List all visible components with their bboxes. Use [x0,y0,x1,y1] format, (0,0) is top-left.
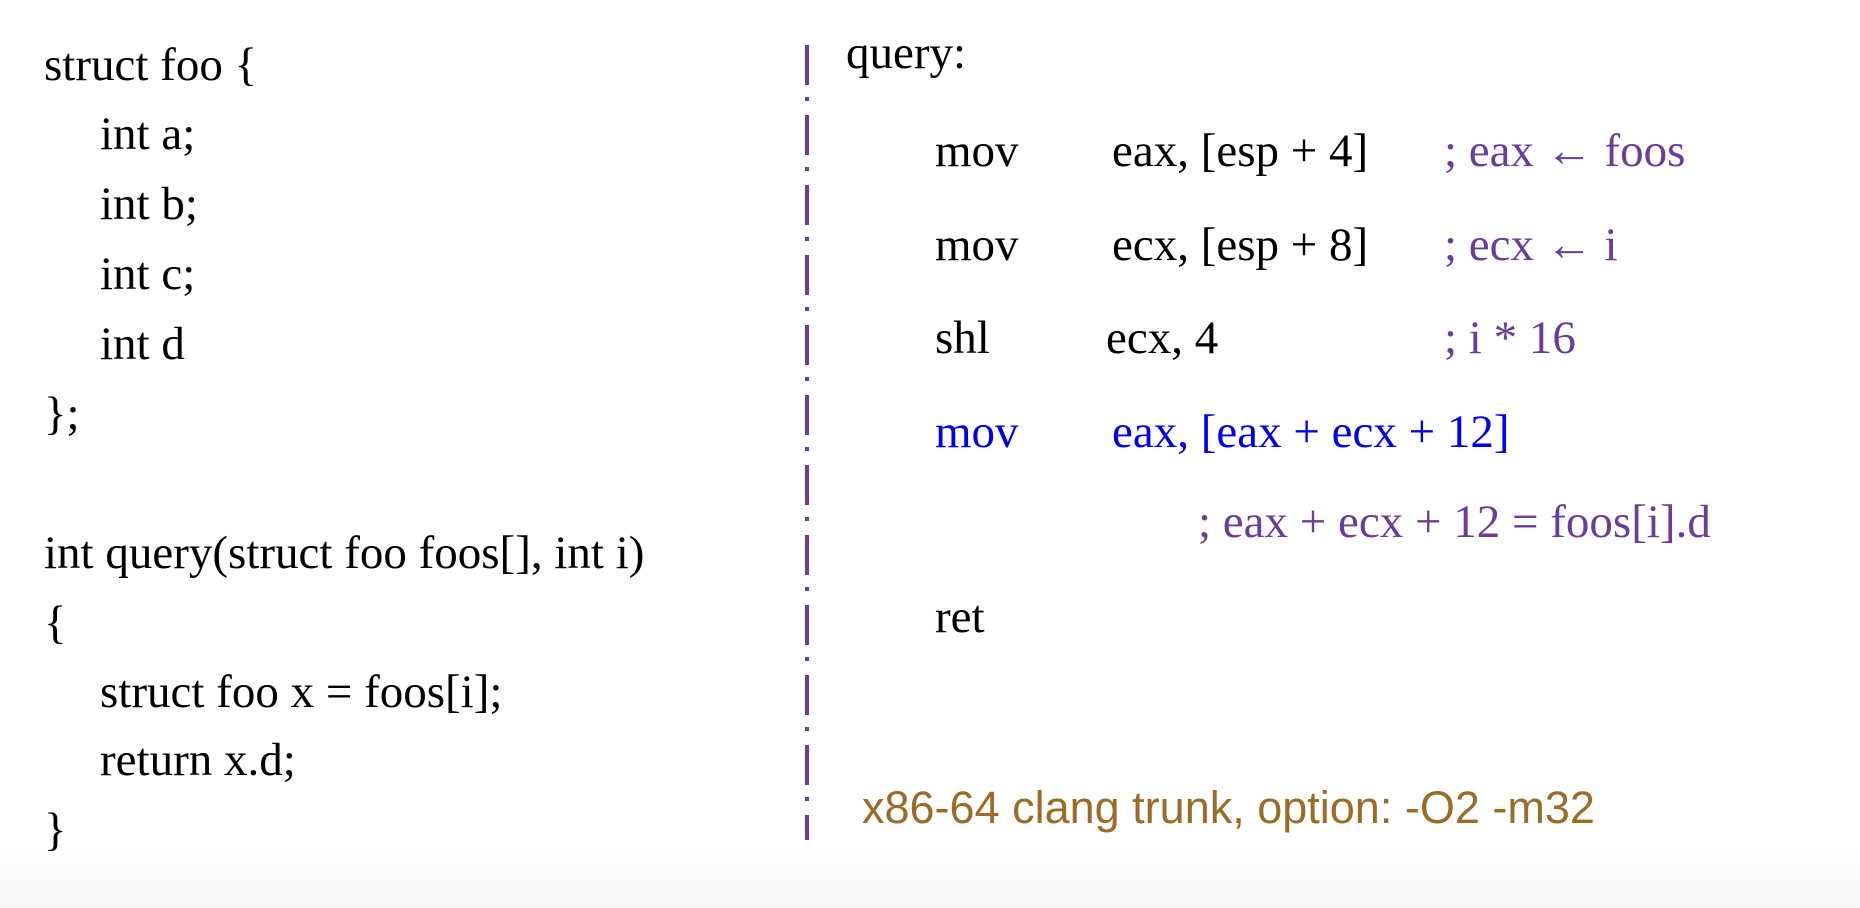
asm-comment: ; eax ← foos [1444,125,1686,177]
asm-op: mov [935,219,1019,271]
code-line: int c; [100,248,196,300]
asm-op: ret [935,591,985,643]
asm-comment: ; eax + ecx + 12 = foos[i].d [1198,496,1711,548]
asm-label: query: [846,27,967,79]
code-line: int b; [100,178,198,230]
asm-op: shl [935,312,990,364]
code-line: }; [44,388,80,440]
background-fade [0,848,1860,908]
asm-op: mov [935,125,1019,177]
asm-op-highlighted: mov [935,406,1019,458]
code-line: struct foo x = foos[i]; [100,666,503,718]
asm-args: ecx, 4 [1106,312,1219,364]
asm-comment: ; i * 16 [1444,312,1576,364]
dash-dot-divider [805,45,809,840]
asm-args: eax, [esp + 4] [1112,125,1369,177]
code-line: int d [100,318,185,370]
code-line: { [44,597,67,649]
asm-args-highlighted: eax, [eax + ecx + 12] [1112,406,1510,458]
asm-comment: ; ecx ← i [1444,219,1618,271]
code-line: } [44,804,67,856]
code-line: int query(struct foo foos[], int i) [44,527,645,579]
asm-args: ecx, [esp + 8] [1112,219,1369,271]
code-line: int a; [100,108,196,160]
code-line: return x.d; [100,734,296,786]
code-line: struct foo { [44,39,258,91]
compiler-caption: x86-64 clang trunk, option: -O2 -m32 [862,782,1595,833]
